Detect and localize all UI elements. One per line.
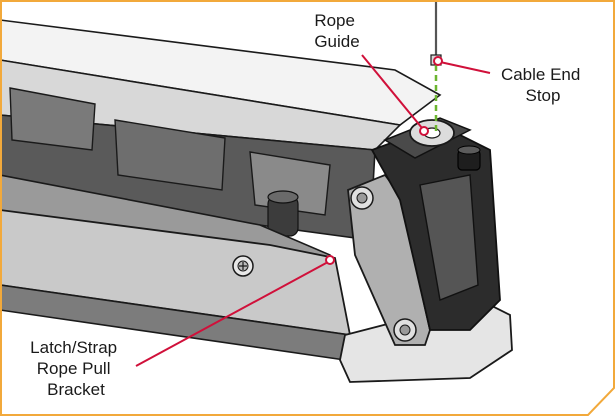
callout-line-rope-guide (361, 54, 423, 129)
callout-dot-cable-end-stop (433, 56, 443, 66)
label-bracket-line1: Latch/Strap (30, 338, 117, 357)
rail-window-1 (9, 87, 96, 151)
adjust-knob-top (457, 145, 481, 155)
bracket-plate (0, 209, 352, 337)
callout-line-cable-end-stop (439, 61, 491, 74)
rail-top-surface (0, 19, 442, 126)
callout-dot-rope-guide (419, 126, 429, 136)
callout-dot-bracket (325, 255, 335, 265)
cylinder-top (267, 190, 299, 204)
arm-bolt-bottom-center (399, 324, 411, 336)
housing-window (419, 174, 479, 301)
plate-screw-slot (239, 262, 247, 270)
label-rope-guide-line2: Guide (314, 32, 359, 51)
label-bracket: Latch/Strap Rope Pull Bracket (30, 338, 122, 399)
label-bracket-line3: Bracket (47, 380, 105, 399)
label-cable-end-stop-line1: Cable End (501, 65, 580, 84)
arm-bolt-top-center (356, 192, 368, 204)
rail-window-2 (114, 119, 226, 191)
label-cable-end-stop: Cable End Stop (501, 65, 585, 105)
label-cable-end-stop-line2: Stop (526, 86, 561, 105)
label-rope-guide-line1: Rope (314, 11, 355, 30)
label-rope-guide: Rope Guide (314, 11, 359, 51)
label-bracket-line2: Rope Pull (37, 359, 111, 378)
callout-line-bracket (135, 261, 329, 367)
